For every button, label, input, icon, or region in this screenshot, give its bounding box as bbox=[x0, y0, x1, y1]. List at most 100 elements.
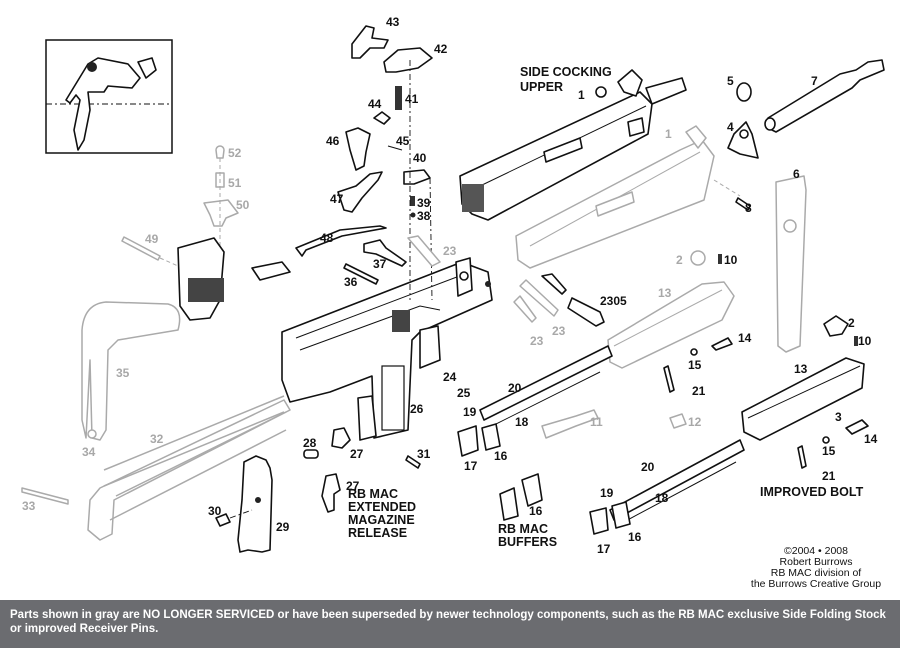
svg-text:RELEASE: RELEASE bbox=[348, 526, 407, 540]
part-label: 1 bbox=[665, 127, 672, 141]
part-label: 35 bbox=[116, 366, 130, 380]
part-label: 12 bbox=[688, 415, 702, 429]
part-label: 19 bbox=[463, 405, 477, 419]
caption-extended-mag-release: RB MAC EXTENDED MAGAZINE RELEASE bbox=[348, 487, 416, 540]
part-label: 19 bbox=[600, 486, 614, 500]
side-cocking-upper bbox=[459, 69, 687, 221]
svg-text:UPPER: UPPER bbox=[520, 80, 563, 94]
part-label: 20 bbox=[641, 460, 655, 474]
part-label: 44 bbox=[368, 97, 382, 111]
part-label: 31 bbox=[417, 447, 431, 461]
part-label: 2305 bbox=[600, 294, 627, 308]
part-label: 23 bbox=[443, 244, 457, 258]
lower-receiver bbox=[281, 257, 493, 439]
part-label: 45 bbox=[396, 134, 410, 148]
part-label: 23 bbox=[530, 334, 544, 348]
part-label: 41 bbox=[405, 92, 419, 106]
part-label: 10 bbox=[858, 334, 872, 348]
part-label: 14 bbox=[738, 331, 752, 345]
part-label: 30 bbox=[208, 504, 222, 518]
receiver-pins bbox=[407, 235, 605, 327]
part-label: 42 bbox=[434, 42, 448, 56]
part-label: 52 bbox=[228, 146, 242, 160]
part-label: 5 bbox=[727, 74, 734, 88]
part-group-50-52 bbox=[203, 145, 239, 290]
part-label: 13 bbox=[658, 286, 672, 300]
part-label: 18 bbox=[655, 491, 669, 505]
part-label: 49 bbox=[145, 232, 159, 246]
part-label: 23 bbox=[552, 324, 566, 338]
part-label: 16 bbox=[494, 449, 508, 463]
part-label: 8 bbox=[745, 201, 752, 215]
part-label: 13 bbox=[794, 362, 808, 376]
part-label: 21 bbox=[822, 469, 836, 483]
part-label: 47 bbox=[330, 192, 344, 206]
part-label: 33 bbox=[22, 499, 36, 513]
bolt-gray-and-parts bbox=[541, 250, 735, 439]
mag-release-parts bbox=[303, 395, 421, 513]
part-label: 46 bbox=[326, 134, 340, 148]
copyright-notice: ©2004 • 2008 Robert Burrows RB MAC divis… bbox=[686, 546, 886, 590]
rb-mac-buffers bbox=[499, 473, 543, 521]
caption-buffers: RB MAC BUFFERS bbox=[498, 522, 557, 549]
part-label: 20 bbox=[508, 381, 522, 395]
rear-stock-mount bbox=[177, 237, 291, 321]
part-label: 17 bbox=[464, 459, 478, 473]
part-label: 2 bbox=[848, 316, 855, 330]
part-label: 26 bbox=[410, 402, 424, 416]
copyright-line: ©2004 • 2008 bbox=[784, 545, 848, 557]
part-label: 6 bbox=[793, 167, 800, 181]
caption-side-cocking-upper: SIDE COCKING UPPER bbox=[520, 65, 612, 94]
improved-bolt bbox=[589, 315, 869, 535]
receiver-rails-gray bbox=[103, 395, 285, 487]
part-label: 2 bbox=[676, 253, 683, 267]
footer-note-text: Parts shown in gray are NO LONGER SERVIC… bbox=[10, 609, 886, 635]
part-label: 51 bbox=[228, 176, 242, 190]
part-label: 3 bbox=[835, 410, 842, 424]
part-label: 43 bbox=[386, 15, 400, 29]
part-label: 37 bbox=[373, 257, 387, 271]
part-labels-black: 1 2 3 5 4 6 7 8 10 10 13 14 14 15 15 16 … bbox=[208, 15, 878, 556]
copyright-line: RB MAC division of bbox=[770, 567, 862, 579]
recoil-spring-assembly-upper bbox=[457, 345, 613, 457]
part-label: 14 bbox=[864, 432, 878, 446]
part-label: 28 bbox=[303, 436, 317, 450]
part-label: 16 bbox=[628, 530, 642, 544]
part-label: 15 bbox=[822, 444, 836, 458]
svg-text:MAGAZINE: MAGAZINE bbox=[348, 513, 415, 527]
part-labels-gray: 1 2 11 12 13 23 23 23 32 33 34 35 49 50 … bbox=[22, 127, 702, 513]
part-label: 39 bbox=[417, 196, 431, 210]
part-label: 32 bbox=[150, 432, 164, 446]
svg-text:RB MAC: RB MAC bbox=[498, 522, 548, 536]
grip-part-29 bbox=[215, 455, 273, 553]
part-label: 7 bbox=[811, 74, 818, 88]
part-label: 40 bbox=[413, 151, 427, 165]
part-label: 11 bbox=[590, 415, 603, 429]
upper-receiver-gray bbox=[515, 125, 741, 269]
part-label: 17 bbox=[597, 542, 611, 556]
part-label: 4 bbox=[727, 120, 734, 134]
part-label: 1 bbox=[578, 88, 585, 102]
copyright-line: the Burrows Creative Group bbox=[750, 578, 882, 590]
part-label: 25 bbox=[457, 386, 471, 400]
trigger-detail-inset bbox=[45, 39, 173, 154]
part-49-pin bbox=[121, 236, 161, 261]
part-label: 29 bbox=[276, 520, 290, 534]
part-label: 36 bbox=[344, 275, 358, 289]
part-label: 16 bbox=[529, 504, 543, 518]
caption-improved-bolt: IMPROVED BOLT bbox=[760, 485, 864, 499]
part-label: 10 bbox=[724, 253, 738, 267]
part-label: 48 bbox=[320, 231, 334, 245]
folding-stock-gray bbox=[21, 301, 291, 541]
part-label: 34 bbox=[82, 445, 96, 459]
part-label: 27 bbox=[350, 447, 364, 461]
part-label: 50 bbox=[236, 198, 250, 212]
copyright-line: Robert Burrows bbox=[779, 556, 853, 568]
part-label: 15 bbox=[688, 358, 702, 372]
barrel-parts bbox=[727, 59, 885, 353]
svg-text:EXTENDED: EXTENDED bbox=[348, 500, 416, 514]
part-label: 21 bbox=[692, 384, 706, 398]
trigger-group-parts bbox=[295, 25, 433, 301]
footer-note-bar: Parts shown in gray are NO LONGER SERVIC… bbox=[0, 600, 900, 648]
parts-diagram: SIDE COCKING UPPER RB MAC EXTENDED MAGAZ… bbox=[21, 15, 885, 556]
